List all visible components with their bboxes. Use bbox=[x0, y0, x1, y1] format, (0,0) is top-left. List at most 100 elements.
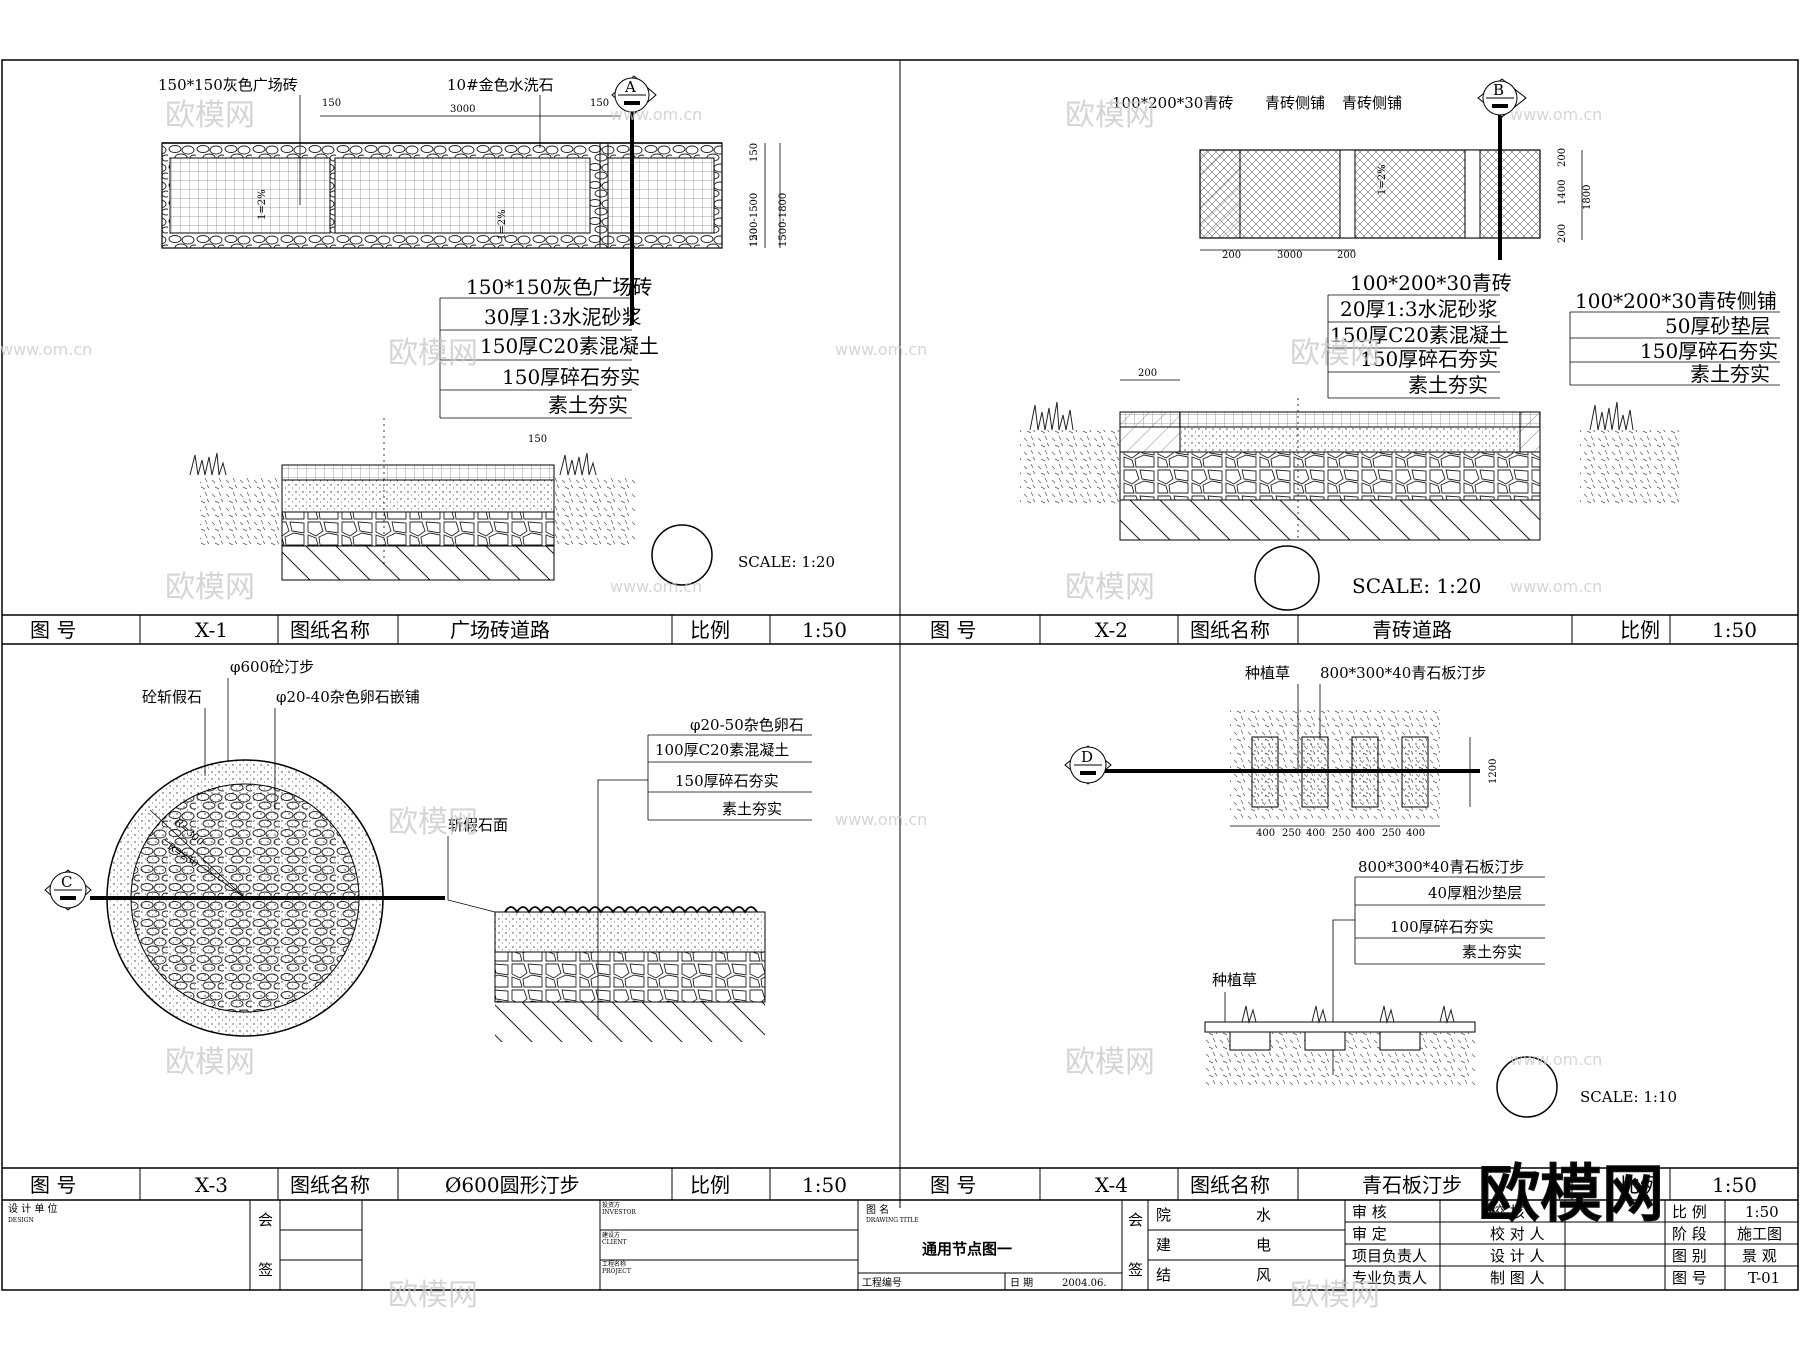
x4-dim-5: 400 bbox=[1356, 828, 1375, 839]
tb-hui-1: 会 bbox=[258, 1211, 273, 1229]
caption-4-label-b: 图纸名称 bbox=[1190, 1173, 1270, 1197]
caption-4-name: 青石板汀步 bbox=[1362, 1173, 1462, 1197]
x2-layer-3: 150厚C20素混凝土 bbox=[1330, 323, 1509, 347]
x3-section bbox=[494, 906, 766, 1042]
x4-dim-6: 250 bbox=[1382, 828, 1401, 839]
x4-layer-1: 800*300*40青石板汀步 bbox=[1358, 858, 1524, 876]
tb-value-0: 1:50 bbox=[1745, 1203, 1779, 1221]
watermark-brand-2: 欧模网 bbox=[388, 336, 478, 371]
tb-design-unit: 设 计 单 位 bbox=[8, 1202, 58, 1215]
tb-project-no-label: 工程编号 bbox=[862, 1276, 902, 1289]
tb-qian-1: 签 bbox=[258, 1261, 273, 1279]
watermark-brand-9: 欧模网 bbox=[1065, 1045, 1155, 1080]
x2-dim-1: 200 bbox=[1222, 250, 1241, 261]
tb-value-1: 施工图 bbox=[1737, 1225, 1782, 1243]
x1-dim-3: 150 bbox=[590, 98, 609, 109]
x3-layer-1: φ20-50杂色卵石 bbox=[690, 716, 804, 734]
tb-role-left-0: 审 核 bbox=[1352, 1203, 1387, 1221]
tb-role-right-3: 图 号 bbox=[1672, 1269, 1707, 1287]
x2-rdim-1: 200 bbox=[1557, 148, 1568, 167]
tb-drawing-name-label: 图 名 bbox=[866, 1203, 889, 1216]
x1-plan-label-2: 10#金色水洗石 bbox=[447, 76, 554, 94]
x2-side-layer-1: 100*200*30青砖侧铺 bbox=[1575, 289, 1777, 313]
caption-2-ratio: 1:50 bbox=[1712, 618, 1757, 642]
x4-marker-letter: D bbox=[1081, 748, 1093, 766]
x4-scale: SCALE: 1:10 bbox=[1580, 1088, 1677, 1106]
sheet-frame bbox=[1, 59, 1799, 1291]
x3-plan bbox=[90, 759, 445, 1037]
x3-side-label: 斩假石面 bbox=[448, 816, 508, 834]
caption-row-2 bbox=[139, 1168, 1671, 1200]
watermark-url-4: www.om.cn bbox=[1510, 105, 1602, 124]
x2-dim-2: 3000 bbox=[1277, 250, 1302, 261]
x2-dim-3: 200 bbox=[1337, 250, 1356, 261]
x4-dim-7: 400 bbox=[1406, 828, 1425, 839]
x1-slope-2: 1=2% bbox=[497, 209, 508, 240]
caption-1-ratio: 1:50 bbox=[802, 618, 847, 642]
watermark-brand-4: 欧模网 bbox=[1065, 98, 1155, 133]
caption-3-ratio: 1:50 bbox=[802, 1173, 847, 1197]
tb-col1-0: 院 bbox=[1156, 1206, 1171, 1224]
x1-section bbox=[189, 418, 635, 581]
x1-rdim-3: 1200-1500 bbox=[749, 193, 760, 247]
x3-plan-label-3: φ20-40杂色卵石嵌铺 bbox=[276, 688, 420, 706]
x4-layer-4: 素土夯实 bbox=[1462, 943, 1522, 961]
x2-rdim-2: 1400 bbox=[1557, 180, 1568, 205]
watermark-url-8: www.om.cn bbox=[1510, 1050, 1602, 1069]
x4-plan-label-1: 种植草 bbox=[1245, 664, 1290, 682]
x4-rdim: 1200 bbox=[1488, 759, 1499, 784]
x1-rdim-2: 150 bbox=[749, 228, 760, 247]
tb-role-left-3: 专业负责人 bbox=[1352, 1269, 1427, 1287]
x2-plan bbox=[1199, 95, 1541, 260]
x4-layer-3: 100厚碎石夯实 bbox=[1390, 918, 1494, 936]
caption-1-label-b: 图纸名称 bbox=[290, 618, 370, 642]
caption-4-label-a: 图 号 bbox=[930, 1173, 976, 1197]
x1-section-marker: A bbox=[611, 75, 657, 115]
caption-2-label-b: 图纸名称 bbox=[1190, 618, 1270, 642]
tb-col2-0: 水 bbox=[1256, 1206, 1271, 1224]
tb-hui-2: 会 bbox=[1128, 1211, 1143, 1229]
tb-qian-2: 签 bbox=[1128, 1261, 1143, 1279]
x1-layer-1: 150*150灰色广场砖 bbox=[466, 275, 652, 299]
tb-drawing-title-en: DRAWING TITLE bbox=[866, 1217, 919, 1224]
tb-drawing-name: 通用节点图一 bbox=[922, 1240, 1012, 1258]
x2-side-layer-3: 150厚碎石夯实 bbox=[1640, 339, 1778, 363]
caption-3-name: Ø600圆形汀步 bbox=[445, 1173, 580, 1197]
x4-dim-1: 400 bbox=[1256, 828, 1275, 839]
watermark-url-7: www.om.cn bbox=[835, 810, 927, 829]
tb-design-unit-en: DESIGN bbox=[8, 1217, 34, 1224]
x2-edge-dim: 200 bbox=[1138, 368, 1157, 379]
x2-plan-label-3: 青砖侧铺 bbox=[1342, 94, 1402, 112]
caption-4-ratio: 1:50 bbox=[1712, 1173, 1757, 1197]
caption-3-label-a: 图 号 bbox=[30, 1173, 76, 1197]
x2-layer-2: 20厚1:3水泥砂浆 bbox=[1340, 297, 1498, 321]
x4-layer-2: 40厚粗沙垫层 bbox=[1428, 884, 1522, 902]
x3-marker-letter: C bbox=[61, 873, 72, 891]
tb-investor: 投资方 bbox=[602, 1201, 620, 1209]
x1-edge-dim: 150 bbox=[528, 434, 547, 445]
x2-scale: SCALE: 1:20 bbox=[1352, 574, 1481, 598]
x1-right-dims: 150 150 1200-1500 1500-1800 bbox=[749, 143, 789, 248]
detail-x3: φ600砼汀步 砼斩假石 φ20-40杂色卵石嵌铺 R=300 R=250 C … bbox=[44, 658, 812, 1042]
x4-dim-2: 250 bbox=[1282, 828, 1301, 839]
x2-rdim-3: 200 bbox=[1557, 224, 1568, 243]
x3-plan-label-1: φ600砼汀步 bbox=[230, 658, 314, 676]
tb-value-2: 景 观 bbox=[1742, 1247, 1777, 1265]
x1-layer-4: 150厚碎石夯实 bbox=[502, 365, 640, 389]
x4-scale-circle bbox=[1496, 1056, 1558, 1118]
caption-1-name: 广场砖道路 bbox=[450, 618, 550, 642]
tb-client: 建设方 bbox=[602, 1231, 620, 1239]
x1-layer-5: 素土夯实 bbox=[548, 393, 628, 417]
caption-2-name: 青砖道路 bbox=[1372, 618, 1452, 642]
detail-x2: 100*200*30青砖 青砖侧铺 青砖侧铺 200 3000 200 200 … bbox=[1020, 78, 1780, 611]
x4-section bbox=[1204, 1005, 1476, 1087]
x3-layer-2: 100厚C20素混凝土 bbox=[655, 741, 789, 759]
watermark-url-3: www.om.cn bbox=[610, 577, 702, 596]
x2-layer-4: 150厚碎石夯实 bbox=[1360, 347, 1498, 371]
tb-value-3: T-01 bbox=[1748, 1269, 1780, 1287]
x4-plan-label-2: 800*300*40青石板汀步 bbox=[1320, 664, 1486, 682]
x2-marker-letter: B bbox=[1493, 81, 1504, 99]
tb-project: 工程名称 bbox=[602, 1260, 626, 1268]
watermark-brand-10: 欧模网 bbox=[388, 1278, 478, 1313]
x1-scale: SCALE: 1:20 bbox=[738, 553, 835, 571]
